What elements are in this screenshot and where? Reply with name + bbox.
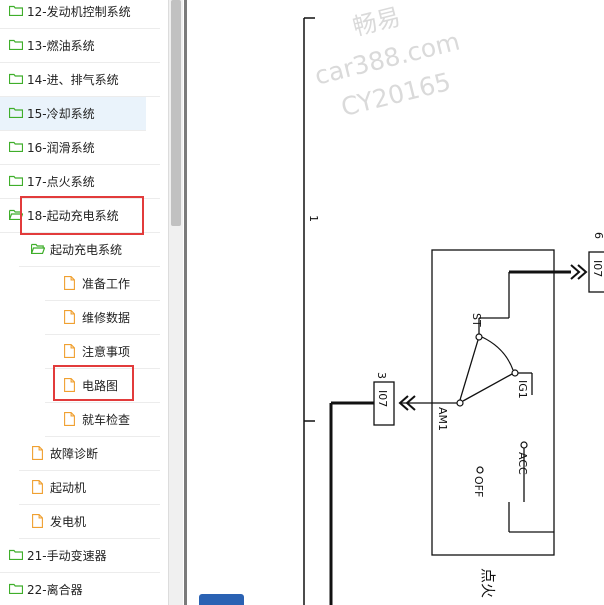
folder-icon	[9, 175, 23, 186]
folder-icon	[9, 5, 23, 16]
tree-item-diagnosis[interactable]: 故障诊断	[19, 437, 160, 471]
diagram-viewer: 1 3 I07	[187, 0, 604, 605]
tree-item-circuit-diagram[interactable]: 电路图	[45, 369, 160, 403]
switch-label-off: OFF	[472, 476, 485, 497]
pane-divider[interactable]	[184, 0, 187, 605]
folder-icon	[9, 583, 23, 594]
tree-item-label: 发电机	[50, 515, 87, 529]
connector-pin-label: 6	[592, 232, 604, 239]
tree-item-label: 维修数据	[82, 311, 131, 325]
tree-item-17[interactable]: 17-点火系统	[0, 165, 160, 199]
file-icon	[64, 378, 75, 392]
file-icon	[64, 276, 75, 290]
contact-st	[475, 333, 483, 341]
sidebar-tree: 12-发动机控制系统 13-燃油系统 14-进、排气系统 15-冷却系统 16-…	[0, 0, 168, 605]
tree-item-22[interactable]: 22-离合器	[0, 573, 160, 605]
file-icon	[64, 344, 75, 358]
sidebar-scrollbar[interactable]	[168, 0, 183, 605]
file-icon	[32, 446, 43, 460]
tree-item-vehicle-check[interactable]: 就车检查	[45, 403, 160, 437]
contact-am1	[456, 399, 464, 407]
tree-item-label: 16-润滑系统	[27, 141, 95, 155]
tree-item-16[interactable]: 16-润滑系统	[0, 131, 160, 165]
contact-off	[476, 466, 484, 474]
tree-item-label: 21-手动变速器	[27, 549, 107, 563]
switch-label-st: ST	[470, 313, 483, 327]
folder-icon	[9, 39, 23, 50]
tree-item-prep[interactable]: 准备工作	[45, 267, 160, 301]
tree-item-12[interactable]: 12-发动机控制系统	[0, 0, 160, 29]
folder-icon	[9, 107, 23, 118]
folder-icon	[9, 73, 23, 84]
folder-icon	[9, 141, 23, 152]
tree-item-14[interactable]: 14-进、排气系统	[0, 63, 160, 97]
tree-item-label: 15-冷却系统	[27, 107, 95, 121]
tree-item-label: 起动充电系统	[50, 243, 123, 257]
file-icon	[32, 480, 43, 494]
file-icon	[64, 412, 75, 426]
tree-item-15[interactable]: 15-冷却系统	[0, 97, 146, 131]
connector-box	[373, 381, 395, 426]
highlight-box	[20, 196, 144, 235]
folder-open-icon	[31, 243, 45, 254]
highlight-box	[53, 365, 134, 401]
tree-item-label: 12-发动机控制系统	[27, 5, 131, 19]
viewer-toolbar-button[interactable]	[199, 594, 244, 605]
switch-blade	[462, 373, 513, 402]
tree-item-label: 22-离合器	[27, 583, 83, 597]
tree-item-qidong-chongdian[interactable]: 起动充电系统	[19, 233, 160, 267]
tree-item-alternator[interactable]: 发电机	[19, 505, 160, 539]
circuit-diagram: 1 3 I07	[303, 17, 604, 605]
tree-item-label: 准备工作	[82, 277, 131, 291]
tree-item-label: 13-燃油系统	[27, 39, 95, 53]
file-icon	[64, 310, 75, 324]
contact-acc	[520, 441, 528, 449]
tree-item-label: 14-进、排气系统	[27, 73, 119, 87]
tree-item-starter[interactable]: 起动机	[19, 471, 160, 505]
connector-id-label: I07	[591, 260, 604, 277]
switch-label-acc: ACC	[516, 452, 529, 475]
switch-arc	[481, 336, 514, 371]
connector-id-label: I07	[376, 390, 389, 407]
file-icon	[32, 514, 43, 528]
tree-item-21[interactable]: 21-手动变速器	[0, 539, 160, 573]
tree-item-label: 故障诊断	[50, 447, 99, 461]
tree-item-13[interactable]: 13-燃油系统	[0, 29, 160, 63]
component-label: 点火	[479, 568, 497, 598]
connector-box	[588, 251, 604, 293]
folder-icon	[9, 549, 23, 560]
tree-item-repair-data[interactable]: 维修数据	[45, 301, 160, 335]
tree-item-label: 注意事项	[82, 345, 131, 359]
switch-label-ig1: IG1	[516, 380, 529, 399]
connector-pin-label: 3	[375, 372, 388, 379]
switch-label-am1: AM1	[436, 407, 449, 431]
scrollbar-thumb[interactable]	[171, 0, 181, 226]
switch-blade	[459, 339, 479, 401]
tree-item-label: 电路图	[82, 379, 119, 393]
tree-item-label: 18-起动充电系统	[27, 209, 119, 223]
tree-item-label: 起动机	[50, 481, 87, 495]
tree-item-notes[interactable]: 注意事项	[45, 335, 160, 369]
connector-arrow-icon	[570, 264, 588, 280]
tree-item-label: 17-点火系统	[27, 175, 95, 189]
diagram-marker-1: 1	[307, 215, 320, 222]
contact-ig1	[511, 369, 519, 377]
tree-item-label: 就车检查	[82, 413, 131, 427]
